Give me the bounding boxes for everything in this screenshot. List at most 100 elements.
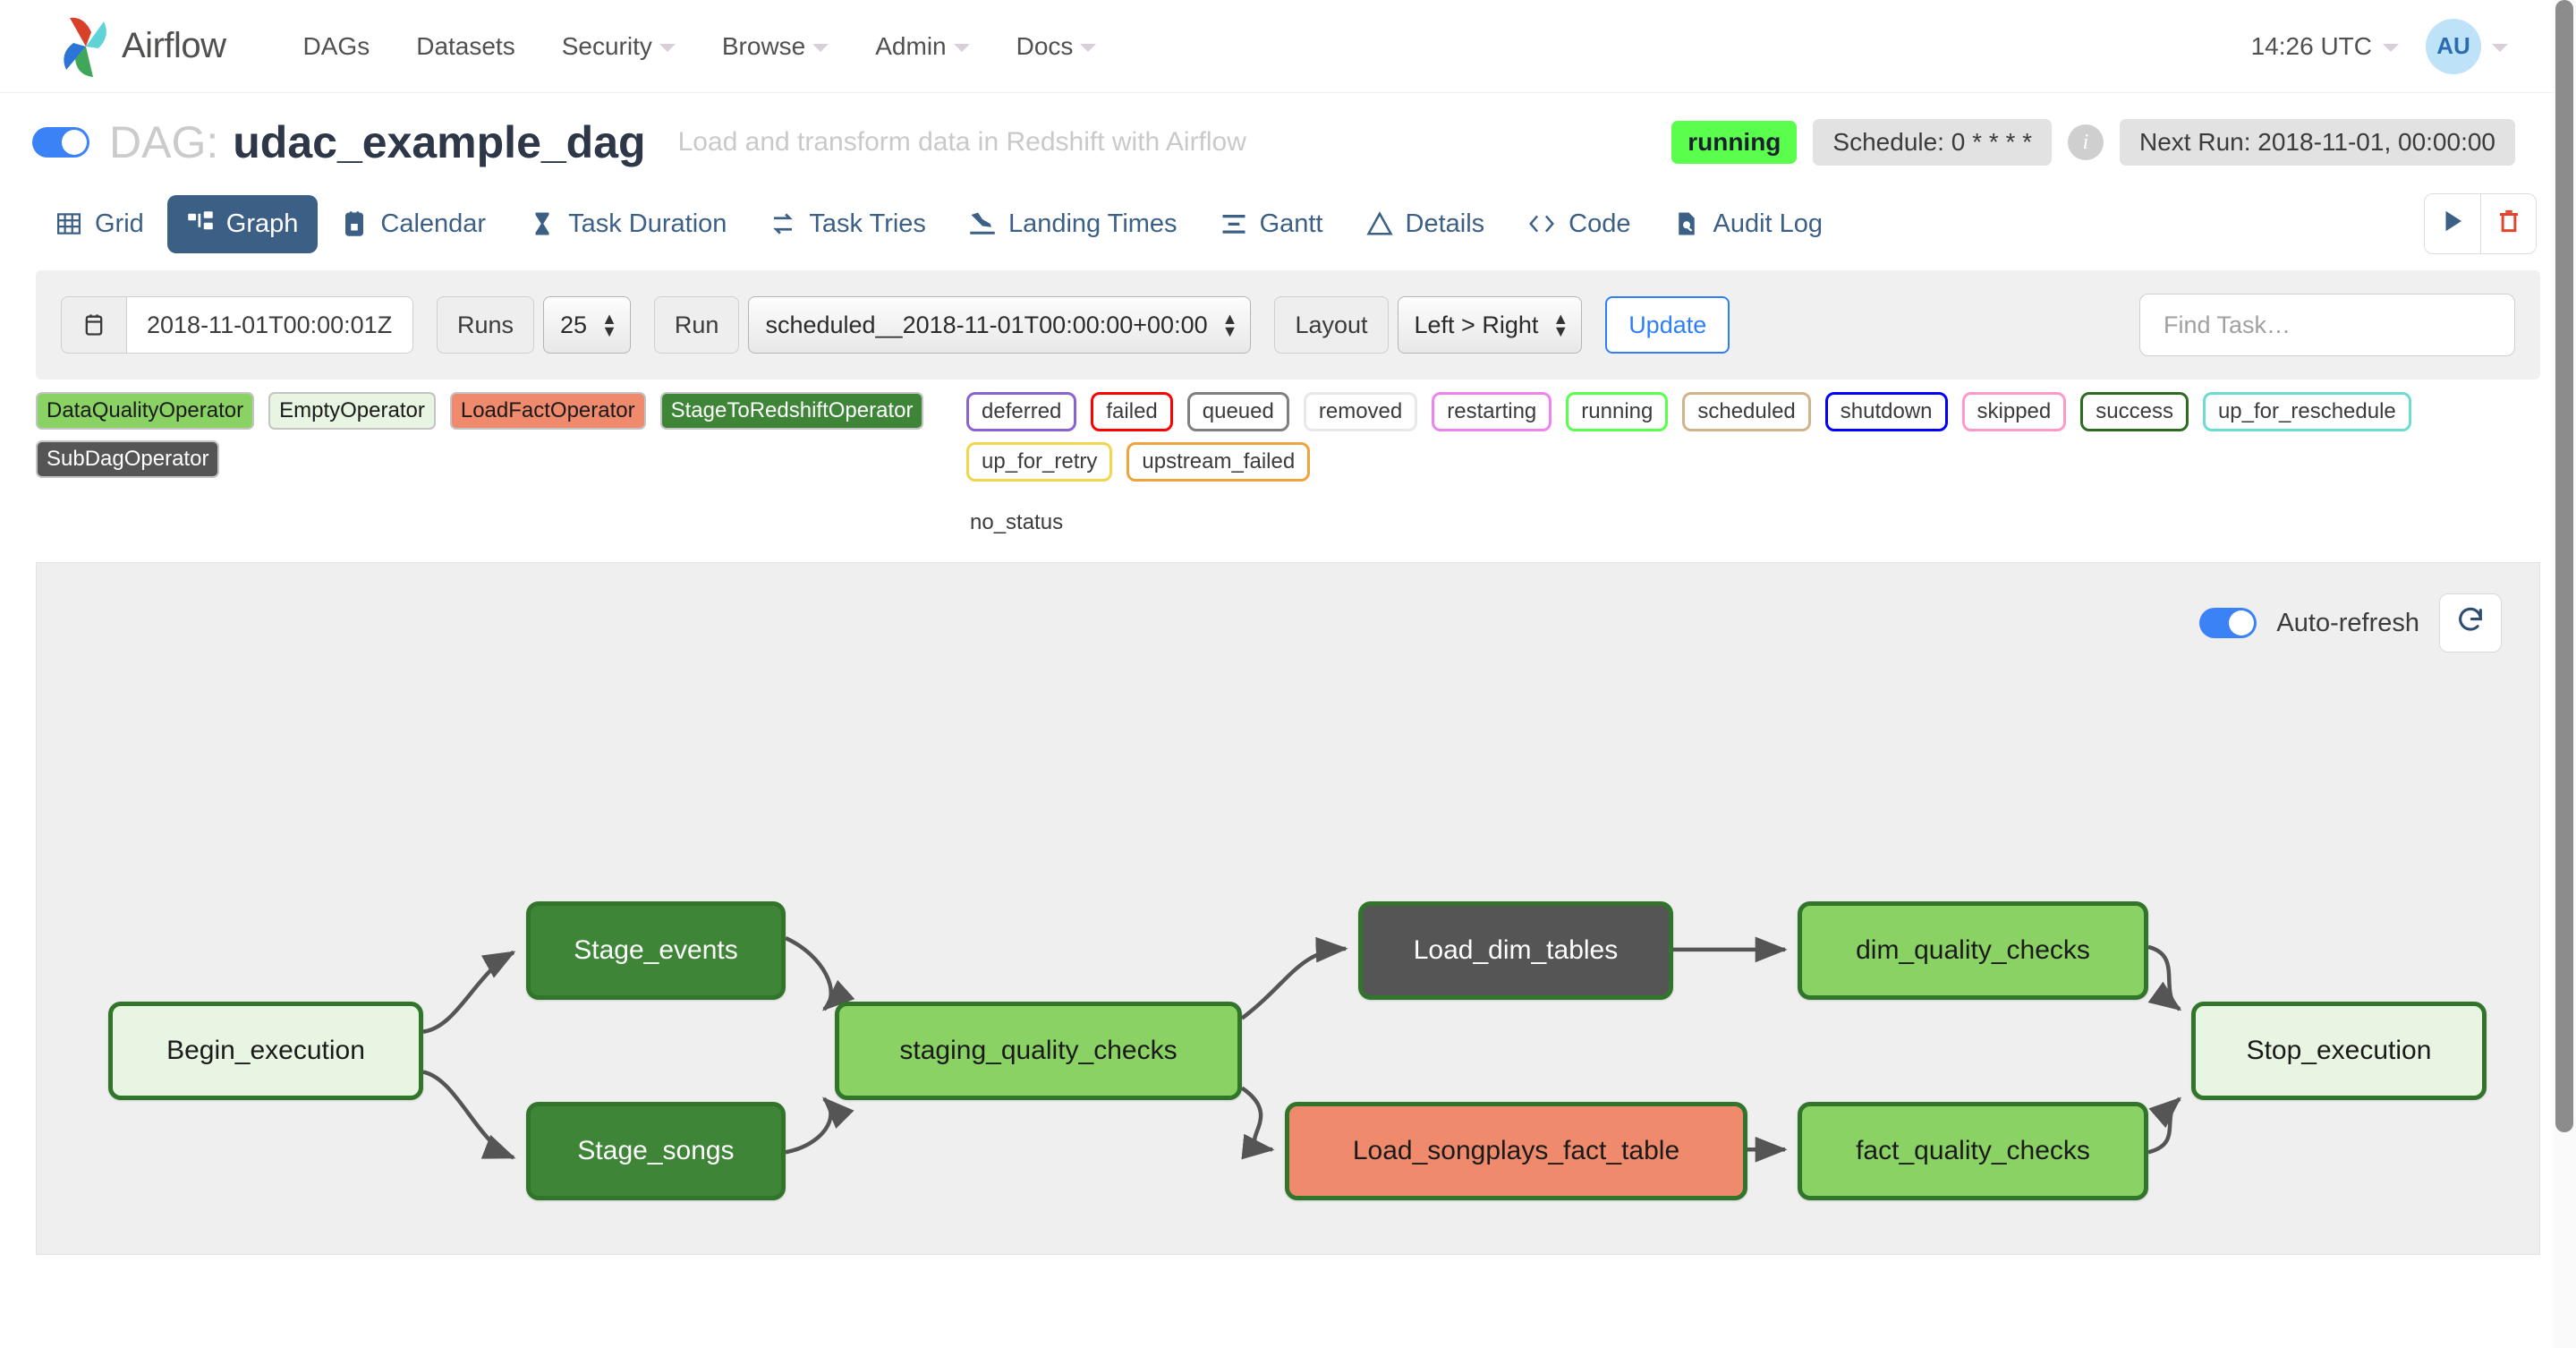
graph-node-begin-execution[interactable]: Begin_execution bbox=[108, 1002, 423, 1100]
graph-node-load-dim-tables[interactable]: Load_dim_tables bbox=[1358, 901, 1673, 1000]
operator-badge[interactable]: LoadFactOperator bbox=[449, 392, 646, 430]
status-badge-label: scheduled bbox=[1697, 399, 1796, 423]
legends: DataQualityOperator EmptyOperator LoadFa… bbox=[0, 380, 2576, 542]
graph-node-label: dim_quality_checks bbox=[1856, 935, 2090, 965]
tab-audit-log[interactable]: Audit Log bbox=[1654, 195, 1842, 253]
chevron-down-icon bbox=[1080, 44, 1097, 52]
nav-item-docs[interactable]: Docs bbox=[993, 23, 1120, 70]
tab-graph[interactable]: Graph bbox=[166, 194, 319, 253]
chevron-down-icon bbox=[659, 44, 676, 52]
chevron-down-icon bbox=[812, 44, 829, 52]
user-menu[interactable]: AU bbox=[2426, 18, 2508, 74]
nav-item-security[interactable]: Security bbox=[539, 23, 699, 70]
tab-task-duration-label: Task Duration bbox=[568, 209, 727, 238]
dag-prefix-label: DAG: bbox=[109, 117, 219, 167]
status-badge-label: failed bbox=[1106, 399, 1158, 423]
airflow-brand[interactable]: Airflow bbox=[54, 13, 226, 81]
status-badge-running[interactable]: running bbox=[1566, 392, 1669, 431]
stepper-arrows-icon: ▲▼ bbox=[1552, 309, 1569, 340]
status-badge-removed[interactable]: removed bbox=[1303, 392, 1418, 431]
tab-calendar[interactable]: Calendar bbox=[321, 195, 506, 253]
graph-node-load-songplays-fact-table[interactable]: Load_songplays_fact_table bbox=[1285, 1102, 1747, 1200]
status-badge-label: upstream_failed bbox=[1142, 449, 1296, 474]
status-badge-shutdown[interactable]: shutdown bbox=[1824, 392, 1948, 431]
graph-node-staging-quality-checks[interactable]: staging_quality_checks bbox=[835, 1002, 1242, 1100]
status-badge-scheduled[interactable]: scheduled bbox=[1682, 392, 1811, 431]
landing-icon bbox=[969, 210, 996, 237]
tab-code[interactable]: Code bbox=[1508, 195, 1650, 253]
stepper-arrows-icon: ▲▼ bbox=[601, 309, 617, 340]
dag-graph-canvas[interactable]: Auto-refresh Begin_ex bbox=[36, 562, 2540, 1255]
dag-pause-toggle[interactable] bbox=[32, 127, 89, 158]
layout-value: Left > Right bbox=[1414, 311, 1539, 338]
nav-item-admin[interactable]: Admin bbox=[852, 23, 992, 70]
status-badge-up-for-reschedule[interactable]: up_for_reschedule bbox=[2202, 392, 2411, 431]
page-scrollbar-thumb[interactable] bbox=[2555, 0, 2573, 1132]
graph-node-label: Begin_execution bbox=[166, 1036, 365, 1065]
graph-node-fact-quality-checks[interactable]: fact_quality_checks bbox=[1798, 1102, 2148, 1200]
nav-item-datasets[interactable]: Datasets bbox=[393, 23, 539, 70]
operator-badge[interactable]: StageToRedshiftOperator bbox=[659, 392, 924, 430]
delete-dag-button[interactable] bbox=[2480, 194, 2536, 253]
nav-item-dags-label: DAGs bbox=[302, 31, 370, 60]
nav-item-dags[interactable]: DAGs bbox=[280, 23, 394, 70]
dag-header: DAG: udac_example_dag Load and transform… bbox=[0, 93, 2576, 184]
tab-details[interactable]: Details bbox=[1347, 195, 1505, 253]
tab-landing-times[interactable]: Landing Times bbox=[949, 195, 1197, 253]
timezone-selector[interactable]: 14:26 UTC bbox=[2251, 32, 2399, 61]
nav-item-security-label: Security bbox=[561, 31, 652, 60]
nav-item-browse[interactable]: Browse bbox=[699, 23, 852, 70]
find-task-input[interactable]: Find Task… bbox=[2139, 294, 2515, 356]
graph-node-stop-execution[interactable]: Stop_execution bbox=[2191, 1002, 2487, 1100]
layout-select[interactable]: Left > Right ▲▼ bbox=[1397, 296, 1583, 354]
status-badge-queued[interactable]: queued bbox=[1186, 392, 1289, 431]
status-badge-label: deferred bbox=[982, 399, 1062, 423]
gantt-icon bbox=[1220, 210, 1247, 237]
operator-badge[interactable]: SubDagOperator bbox=[36, 440, 220, 478]
graph-node-stage-events[interactable]: Stage_events bbox=[526, 901, 786, 1000]
status-badge-up-for-retry[interactable]: up_for_retry bbox=[966, 442, 1113, 482]
nav-links: DAGs Datasets Security Browse Admin Docs bbox=[280, 23, 1120, 70]
tab-task-tries[interactable]: Task Tries bbox=[750, 195, 946, 253]
auto-refresh-toggle[interactable] bbox=[2199, 608, 2257, 638]
status-badge-no-status[interactable]: no_status bbox=[970, 510, 1064, 534]
status-badge-label: up_for_retry bbox=[982, 449, 1098, 474]
nav-item-browse-label: Browse bbox=[721, 31, 806, 60]
schedule-badge: Schedule: 0 * * * * bbox=[1813, 119, 2053, 166]
graph-node-label: fact_quality_checks bbox=[1856, 1136, 2090, 1165]
status-badge-label: running bbox=[1581, 399, 1654, 423]
trigger-dag-button[interactable] bbox=[2425, 194, 2480, 253]
tab-task-tries-label: Task Tries bbox=[809, 209, 926, 238]
status-badge-deferred[interactable]: deferred bbox=[966, 392, 1077, 431]
base-date-input[interactable]: 2018-11-01T00:00:01Z bbox=[127, 296, 413, 354]
operator-badge[interactable]: EmptyOperator bbox=[268, 392, 436, 430]
graph-node-dim-quality-checks[interactable]: dim_quality_checks bbox=[1798, 901, 2148, 1000]
run-select[interactable]: scheduled__2018-11-01T00:00:00+00:00 ▲▼ bbox=[748, 296, 1252, 354]
tab-grid[interactable]: Grid bbox=[36, 195, 164, 253]
status-badge-failed[interactable]: failed bbox=[1091, 392, 1173, 431]
graph-node-stage-songs[interactable]: Stage_songs bbox=[526, 1102, 786, 1200]
status-badge-label: removed bbox=[1318, 399, 1403, 423]
runs-stepper[interactable]: 25 ▲▼ bbox=[543, 296, 631, 354]
calendar-icon[interactable] bbox=[61, 296, 127, 354]
calendar-icon bbox=[341, 210, 368, 237]
stepper-arrows-icon: ▲▼ bbox=[1221, 309, 1238, 340]
play-icon bbox=[2439, 208, 2466, 241]
status-legend: deferred failed queued removed restartin… bbox=[966, 392, 2540, 542]
tab-gantt[interactable]: Gantt bbox=[1201, 195, 1343, 253]
status-badge-upstream-failed[interactable]: upstream_failed bbox=[1126, 442, 1311, 482]
tab-details-label: Details bbox=[1405, 209, 1485, 238]
operator-badge[interactable]: DataQualityOperator bbox=[36, 392, 255, 430]
graph-icon bbox=[187, 210, 214, 237]
info-icon[interactable]: i bbox=[2068, 124, 2104, 160]
refresh-button[interactable] bbox=[2439, 593, 2502, 653]
tab-code-label: Code bbox=[1569, 209, 1631, 238]
status-badge-skipped[interactable]: skipped bbox=[1961, 392, 2067, 431]
status-badge-success[interactable]: success bbox=[2080, 392, 2189, 431]
page-scrollbar[interactable] bbox=[2553, 0, 2576, 1348]
operator-badge-label: EmptyOperator bbox=[279, 398, 425, 422]
graph-node-label: Stop_execution bbox=[2246, 1036, 2432, 1065]
status-badge-restarting[interactable]: restarting bbox=[1432, 392, 1552, 431]
update-button[interactable]: Update bbox=[1605, 296, 1730, 354]
tab-task-duration[interactable]: Task Duration bbox=[509, 195, 746, 253]
